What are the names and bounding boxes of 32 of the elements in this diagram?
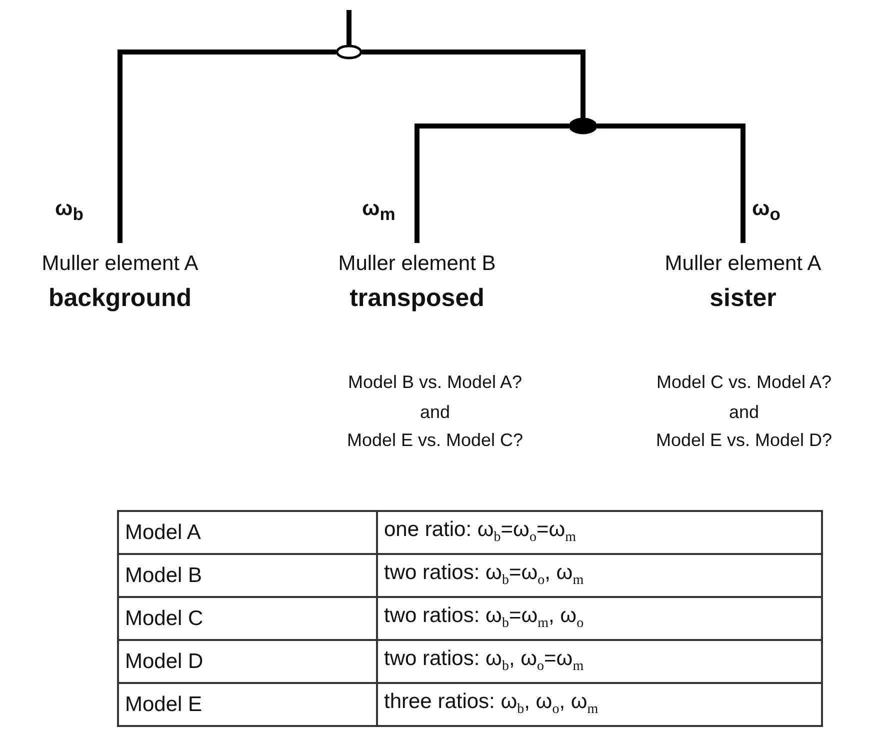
- model-description-cell: two ratios: ω$_{b}$=ω$_{o}$, ω$_{m}$: [377, 554, 822, 597]
- branch-node: [568, 117, 598, 135]
- model-name-cell: Model B: [118, 554, 377, 597]
- comparison-note: Model C vs. Model A?: [656, 372, 832, 393]
- lineage-label: sister: [708, 283, 778, 313]
- element-name: Muller element A: [664, 251, 822, 277]
- branch-node: [335, 44, 363, 60]
- model-description-cell: one ratio: ω$_{b}$=ω$_{o}$=ω$_{m}$: [377, 511, 822, 554]
- element-name: Muller element B: [337, 251, 497, 277]
- model-name-cell: Model A: [118, 511, 377, 554]
- comparison-note: Model B vs. Model A?: [348, 372, 522, 393]
- comparison-note: and: [728, 402, 760, 423]
- tree-branch: [362, 50, 586, 118]
- model-description-cell: two ratios: ω$_{b}$=ω$_{m}$, ω$_{o}$: [377, 597, 822, 640]
- branch-label: ω$_{b}$: [55, 197, 84, 226]
- tree-branch: [597, 124, 746, 243]
- branch-label: ω$_{m}$: [362, 197, 396, 226]
- lineage-label: background: [47, 283, 193, 313]
- model-name-cell: Model E: [118, 683, 377, 726]
- element-name: Muller element A: [40, 251, 200, 277]
- tree-branch: [414, 124, 569, 243]
- branch-label: ω$_{o}$: [752, 197, 780, 226]
- comparison-note: Model E vs. Model D?: [656, 430, 832, 451]
- model-name-cell: Model D: [118, 640, 377, 683]
- model-name-cell: Model C: [118, 597, 377, 640]
- model-description-cell: three ratios: ω$_{b}$, ω$_{o}$, ω$_{m}$: [377, 683, 822, 726]
- comparison-note: Model E vs. Model C?: [346, 430, 524, 451]
- comparison-note: and: [420, 402, 450, 423]
- tree-branch: [346, 10, 352, 45]
- model-description-cell: two ratios: ω$_{b}$, ω$_{o}$=ω$_{m}$: [377, 640, 822, 683]
- tree-branch: [118, 50, 336, 243]
- lineage-label: transposed: [348, 283, 486, 313]
